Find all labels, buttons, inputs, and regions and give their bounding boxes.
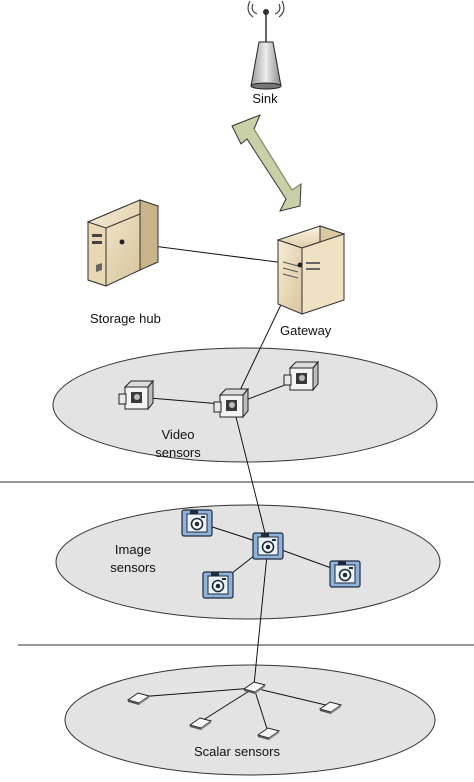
- gateway-label: Gateway: [280, 323, 332, 338]
- image-sensors-label-line1: Image: [114, 542, 152, 557]
- antenna-icon: [247, 0, 285, 90]
- video-sensors-label-line1: Video: [161, 427, 195, 442]
- scalar-sensors-label: Scalar sensors: [194, 744, 280, 759]
- photo-camera-icon: [202, 571, 234, 599]
- image-sensors-label-line2: sensors: [110, 560, 156, 575]
- photo-camera-icon: [329, 560, 361, 588]
- video-sensors-label-line2: sensors: [155, 445, 201, 460]
- sink-label: Sink: [252, 91, 278, 106]
- server-icon: [276, 225, 346, 315]
- photo-camera-icon: [181, 509, 213, 537]
- server-icon: [86, 199, 160, 287]
- storage-hub-label: Storage hub: [90, 311, 161, 326]
- photo-camera-icon: [252, 532, 284, 560]
- double-arrow-icon: [231, 114, 302, 212]
